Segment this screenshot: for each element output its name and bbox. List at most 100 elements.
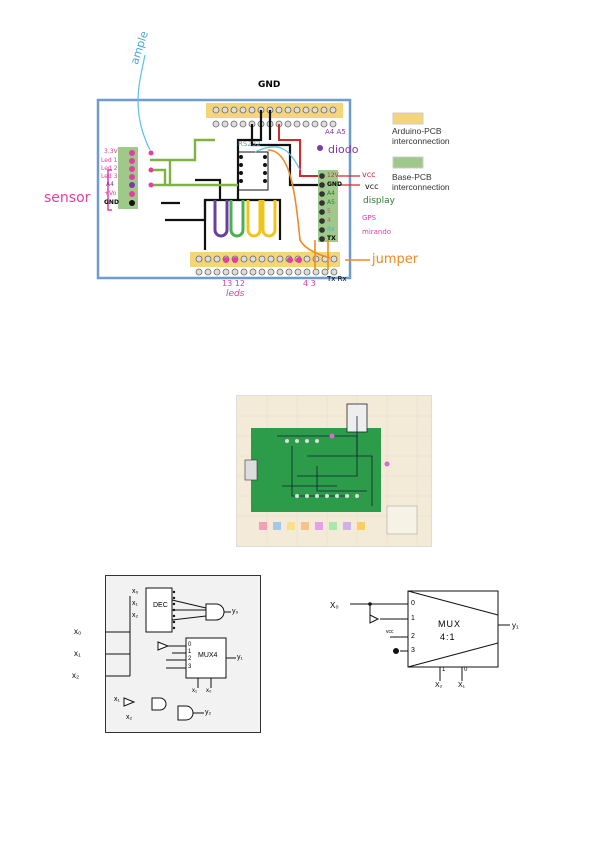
mux-diagram-right: X₀ 0 1 2 3 MUX 4:1 y₁ 1 0 X₂ X₁ vcc	[330, 585, 530, 695]
mux-pin-0: 0	[188, 642, 192, 648]
pcb-note-box	[386, 505, 418, 535]
and-gate-top	[205, 603, 225, 621]
mux-trapezoid	[407, 590, 499, 668]
pcb-pads	[285, 439, 359, 498]
pink-dots	[148, 150, 302, 263]
mux-pin-3-r: 3	[411, 647, 415, 654]
left-pin-led1: Led 1	[101, 157, 118, 164]
sensor-bracket	[107, 169, 112, 211]
right-pin-5: 5	[327, 208, 331, 215]
top-arduino-header	[206, 103, 343, 118]
junction	[368, 602, 372, 606]
pcb-magenta-pads	[329, 433, 390, 467]
wiring-diagram	[0, 0, 599, 320]
display-label: display	[363, 196, 395, 206]
leds-numbers: 13 12	[222, 279, 245, 288]
dec-in-x0: x₀	[132, 588, 139, 595]
vcc2-label: vcc	[365, 182, 379, 191]
bottom-header-pins-row2	[195, 268, 338, 276]
capacitors	[213, 200, 277, 238]
leds-label: leds	[226, 289, 245, 299]
diodo-label: diodo	[328, 143, 359, 156]
top-header-pins	[212, 106, 337, 114]
right-pin-4: 4	[327, 217, 331, 224]
dec-outputs	[172, 590, 176, 630]
vcc-lines	[338, 175, 360, 186]
mux-sel-x0: x₀	[206, 688, 212, 694]
legend-swatch-arduino	[392, 112, 424, 125]
green-wires	[150, 138, 238, 187]
pcb-left-connector	[244, 459, 258, 481]
input-x0: x₀	[74, 627, 82, 636]
dec-label: DEC	[153, 602, 168, 609]
mux-pin-3: 3	[188, 664, 192, 670]
gnd-dot	[393, 648, 399, 654]
pcb-render-image	[236, 395, 432, 547]
right-pin-12v: 12V	[327, 172, 339, 179]
mux-in-x0: X₀	[330, 601, 339, 610]
legend-arduino-text: Arduino-PCB interconnection	[392, 126, 450, 146]
mux-block	[407, 590, 499, 668]
out-y1: y₁	[237, 654, 243, 661]
left-pin-gnd: GND	[104, 199, 119, 206]
mux-title: MUX	[438, 619, 461, 629]
legend-base-text: Base-PCB interconnection	[392, 172, 450, 192]
right-pin-a5: A5	[327, 199, 335, 206]
left-pin-led2: Led 2	[101, 165, 118, 172]
right-pin-gnd: GND	[327, 181, 342, 188]
pcb-color-legend	[259, 522, 365, 530]
mirando-label: mirando	[362, 228, 392, 236]
wiring-diagram-svg	[96, 54, 424, 280]
board-outline	[96, 98, 352, 280]
txrx-label: Tx Rx	[327, 275, 347, 283]
mux-vcc: vcc	[386, 629, 394, 635]
vcc-label: vcc	[362, 170, 376, 179]
input-x1: x₁	[74, 649, 81, 658]
mux4-block	[185, 637, 227, 679]
input-x2: x₂	[72, 671, 80, 680]
out-y0: y₀	[232, 608, 239, 615]
chip-label: RS232	[238, 140, 261, 148]
right-header-pins	[319, 173, 325, 242]
left-pin-led3: Led 3	[101, 173, 118, 180]
gate-in-x2: x₂	[126, 714, 133, 721]
mux-out: y₁	[512, 621, 519, 630]
and-gate-bottom-2	[177, 705, 194, 721]
mux-pin-2-r: 2	[411, 633, 415, 640]
right-pin-tx: TX	[327, 235, 336, 242]
gnd-label: GND	[258, 80, 281, 90]
right-pin-rx: Rx	[327, 226, 335, 233]
mux-sel-0: 0	[464, 667, 468, 673]
mux-pin-0-r: 0	[411, 600, 415, 607]
mux-sel-1: 1	[442, 667, 446, 673]
top-header-pins-row2	[212, 120, 337, 128]
a4a5-label: A4 A5	[325, 128, 346, 136]
left-pin-vo: +Vo	[104, 190, 117, 197]
mux-right-svg	[350, 590, 510, 681]
sensor-label: sensor	[44, 190, 91, 206]
and-gate-bottom-1	[151, 697, 167, 711]
mux-sel-x1: x₁	[192, 688, 198, 694]
pcb-traces	[277, 416, 373, 506]
dec-block	[145, 587, 173, 633]
logic-left-svg	[106, 587, 236, 721]
right-base-header	[318, 170, 338, 242]
logic-diagram-left: DEC MUX4 x₀ x₁ x₂ 0 1 2 3 x₁ x₀ y₀ y₁ y₂…	[105, 575, 261, 733]
left-pin-a4: A4	[106, 181, 114, 188]
dec-in-x1: x₁	[132, 600, 138, 607]
mux-pin-2: 2	[188, 656, 192, 662]
pins-43-label: 4 3	[303, 279, 316, 288]
left-base-header	[118, 147, 138, 209]
not-gate-mid	[157, 641, 170, 651]
pcb-render-svg	[237, 396, 431, 546]
dec-in-x2: x₂	[132, 612, 139, 619]
mux4-label: MUX4	[198, 652, 218, 659]
right-pin-a4: A4	[327, 190, 335, 197]
mux-pin-1: 1	[188, 649, 192, 655]
jumper-label: jumper	[372, 252, 419, 267]
gate-in-x1: x₁	[114, 696, 120, 703]
left-pin-33v: 3.3V	[104, 148, 118, 155]
not-gate-bottom	[123, 697, 136, 707]
out-y2: y₂	[205, 709, 212, 716]
left-header-pins	[129, 150, 135, 206]
